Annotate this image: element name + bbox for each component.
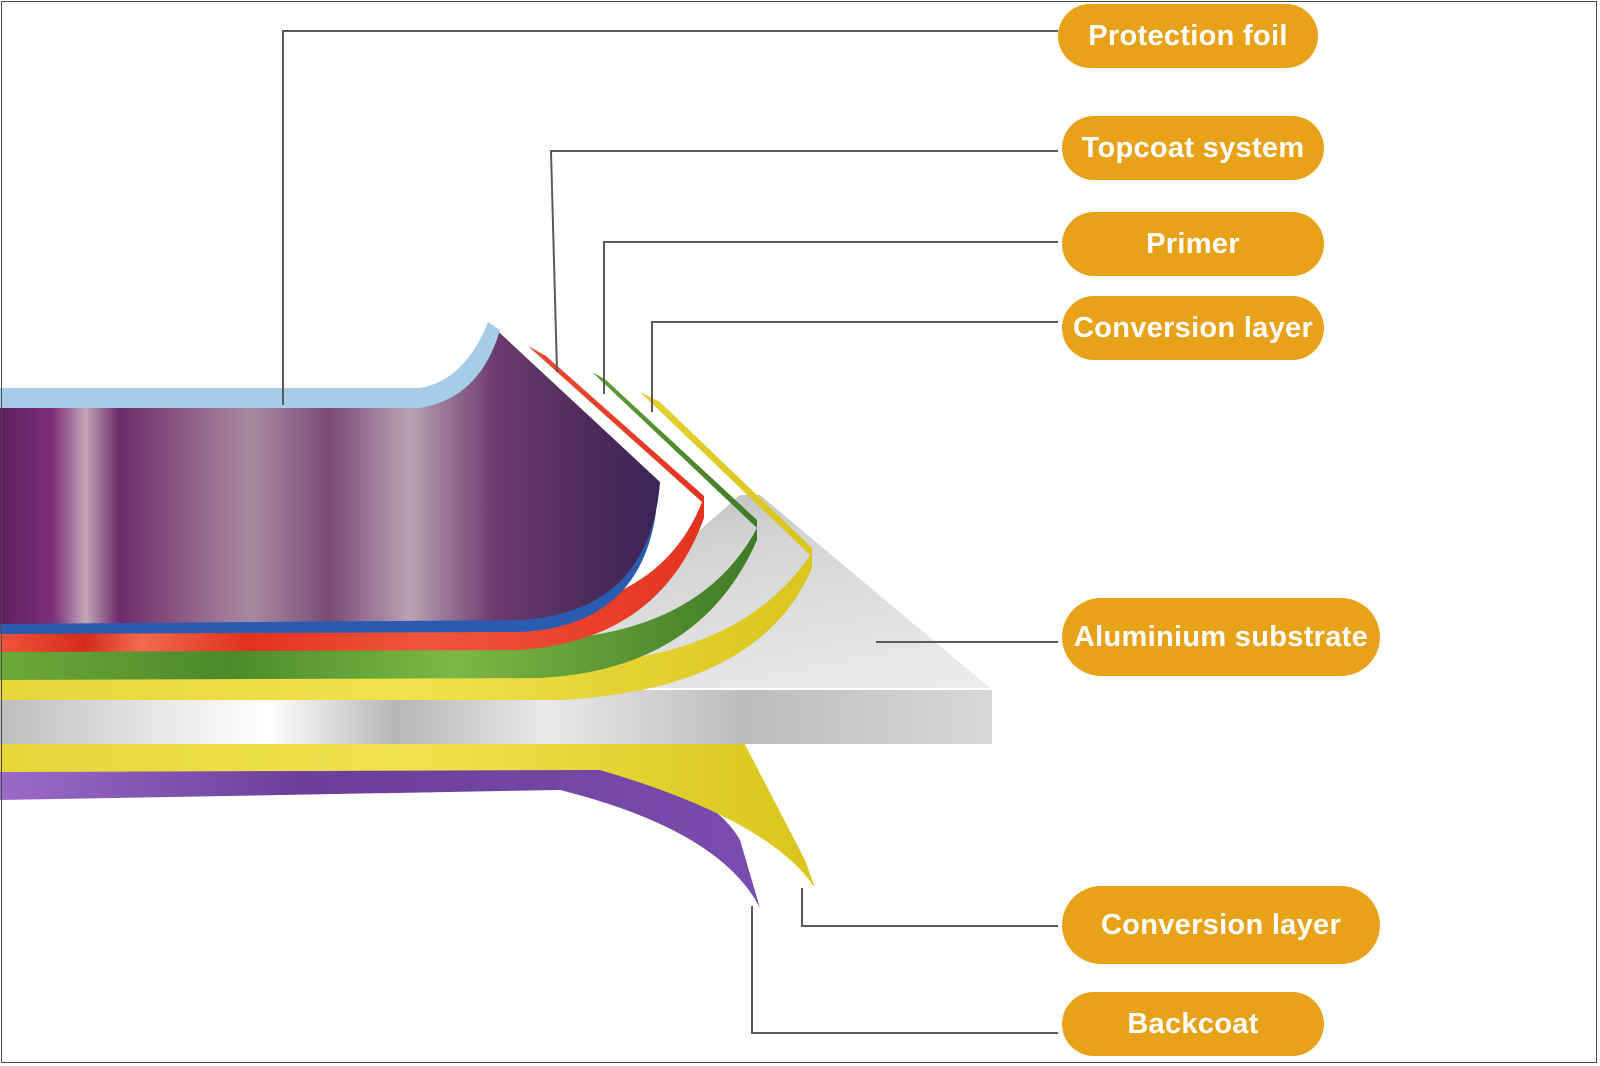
leader-line-protection-foil [282,30,1058,405]
primer-text: Primer [1146,227,1240,260]
label-primer: Primer [1062,212,1324,276]
backcoat-text: Backcoat [1127,1007,1259,1040]
label-conversion-layer-top: Conversion layer [1062,296,1324,360]
leader-line-primer [603,241,1058,394]
protection-foil-text: Protection foil [1088,19,1288,52]
conversion-layer-top-text: Conversion layer [1072,311,1314,344]
label-topcoat-system: Topcoat system [1062,116,1324,180]
leader-line-backcoat [751,906,1058,1034]
label-protection-foil: Protection foil [1058,4,1318,68]
label-conversion-layer-bottom: Conversion layer [1062,886,1380,964]
leader-line-conversion-top [651,321,1058,412]
backcoat-layer [0,756,760,908]
aluminium-substrate-text: Aluminium substrate [1073,620,1369,653]
label-backcoat: Backcoat [1062,992,1324,1056]
protection-foil-top-edge [0,322,500,408]
leader-lines [282,30,1058,1034]
leader-line-topcoat-system [549,150,1058,373]
topcoat-system-text: Topcoat system [1081,131,1305,164]
label-aluminium-substrate: Aluminium substrate [1062,598,1380,676]
protection-foil-layer [0,322,660,624]
bottom-conversion-layer [0,735,815,888]
leader-line-conversion-bottom [801,888,1058,927]
conversion-layer-bottom-text: Conversion layer [1100,908,1342,941]
